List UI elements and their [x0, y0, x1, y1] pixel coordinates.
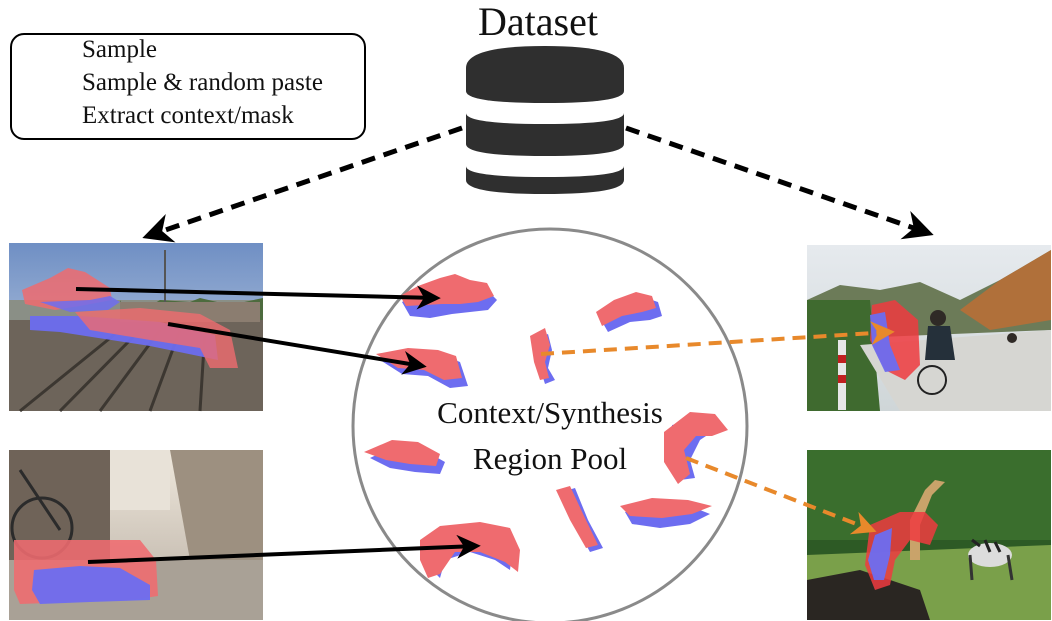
pool-region-7	[556, 486, 603, 552]
database-icon	[466, 46, 624, 194]
extract-arrow-2	[167, 322, 427, 375]
pool-region-5	[364, 440, 445, 474]
extract-arrow-3	[87, 534, 481, 564]
train-station-photo	[9, 243, 263, 413]
pool-region-6	[664, 412, 728, 484]
street-dog-photo	[9, 450, 263, 620]
cyclists-road-photo	[807, 245, 1051, 411]
sample-arrow-left	[142, 125, 463, 243]
pool-region-2	[596, 292, 662, 332]
paste-arrow-2	[685, 456, 877, 535]
pool-region-8	[620, 498, 712, 528]
legend-paste-label: Sample & random paste	[82, 69, 323, 96]
extract-arrow-1	[75, 285, 441, 310]
pool-region-3	[530, 328, 555, 384]
paste-arrow-1	[540, 321, 895, 356]
zebras-giraffe-photo	[807, 450, 1051, 620]
pool-label-line2: Region Pool	[472, 441, 628, 476]
legend-extract-label: Extract context/mask	[82, 102, 294, 129]
dataset-title: Dataset	[478, 0, 598, 44]
legend	[10, 33, 366, 140]
pool-label-line1: Context/Synthesis	[437, 395, 663, 430]
sample-arrow-right	[625, 125, 934, 240]
legend-sample-label: Sample	[82, 36, 157, 63]
